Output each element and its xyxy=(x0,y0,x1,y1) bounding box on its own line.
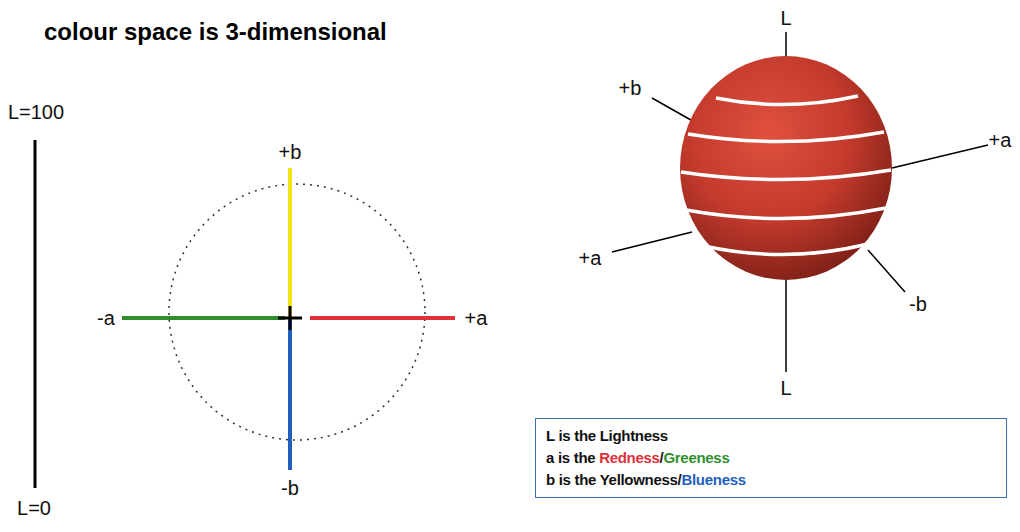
axis-label: +a xyxy=(579,248,602,268)
axis-label: L xyxy=(780,378,791,398)
blue-axis xyxy=(288,318,292,470)
sphere-bands xyxy=(681,96,891,255)
red-axis xyxy=(310,316,455,320)
legend-text: a is the Redness/Greeness xyxy=(546,447,996,469)
axis-label: -a xyxy=(97,308,115,328)
axis-label: L=100 xyxy=(8,102,64,122)
axis-label: +a xyxy=(989,130,1012,150)
yellow-axis xyxy=(288,168,292,318)
axis-label: L xyxy=(780,8,791,28)
green-axis xyxy=(122,316,285,320)
axis-label: +a xyxy=(465,308,488,328)
l-axis-line xyxy=(785,278,787,372)
a-axis-line xyxy=(612,232,692,252)
hue-circle xyxy=(169,184,425,440)
legend-text: L is the Lightness xyxy=(546,425,996,447)
lightness-axis xyxy=(34,140,37,488)
axis-label: -b xyxy=(909,294,927,314)
legend-box: L is the Lightnessa is the Redness/Green… xyxy=(535,418,1007,498)
colour-sphere xyxy=(680,56,892,280)
legend-text: b is the Yellowness/Blueness xyxy=(546,469,996,491)
a-axis-line xyxy=(892,145,988,168)
b-axis-line xyxy=(868,250,905,292)
axis-label: +b xyxy=(279,142,302,162)
axis-label: -b xyxy=(281,478,299,498)
axis-label: L=0 xyxy=(17,498,51,518)
title: colour space is 3-dimensional xyxy=(44,18,387,46)
origin-cross xyxy=(289,306,292,330)
l-axis-line xyxy=(785,32,787,60)
axis-label: +b xyxy=(619,78,642,98)
